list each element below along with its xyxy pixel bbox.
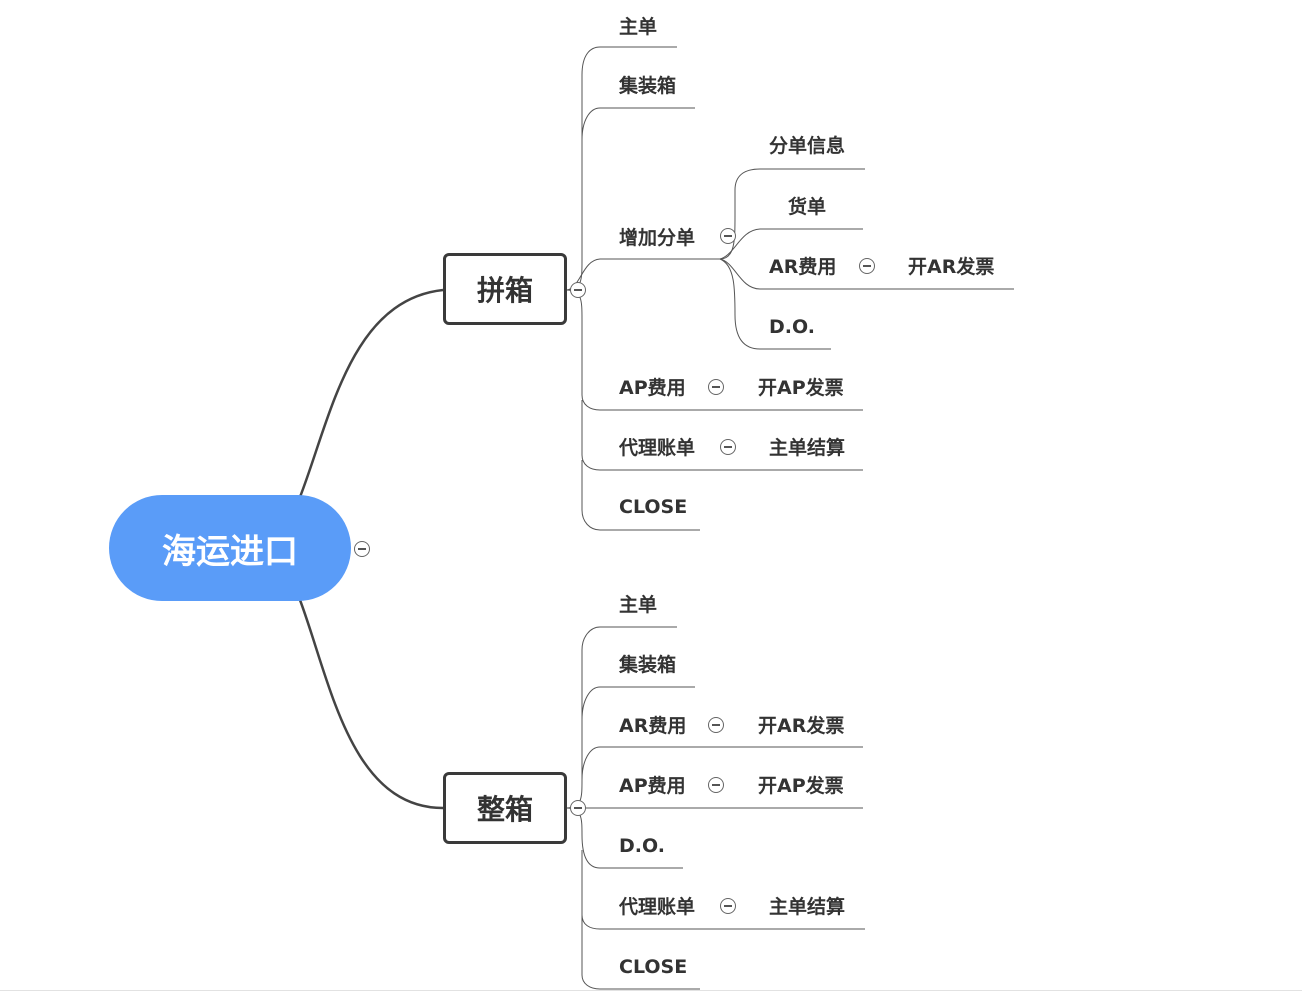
- fcl-ar-fee[interactable]: AR费用: [619, 715, 687, 737]
- house-bill-branch-link: [719, 258, 1014, 290]
- collapse-toggle-icon[interactable]: [354, 541, 370, 557]
- lcl-master-settlement[interactable]: 主单结算: [769, 437, 846, 459]
- house-bill-branch-link: [719, 258, 831, 350]
- collapse-toggle-icon[interactable]: [708, 379, 724, 395]
- lcl-agent-bill[interactable]: 代理账单: [619, 437, 696, 459]
- root-to-fcl-link: [298, 599, 444, 810]
- fcl-master-bill[interactable]: 主单: [619, 594, 658, 616]
- lcl-container[interactable]: 集装箱: [619, 75, 677, 97]
- fcl-container[interactable]: 集装箱: [619, 654, 677, 676]
- house-ar-fee[interactable]: AR费用: [769, 256, 837, 278]
- lcl-add-house-bill[interactable]: 增加分单: [619, 227, 696, 249]
- cargo-bill[interactable]: 货单: [788, 196, 827, 218]
- house-do[interactable]: D.O.: [769, 316, 815, 338]
- root-topic[interactable]: 海运进口: [109, 495, 351, 601]
- lcl-branch-link: [581, 400, 863, 471]
- house-info[interactable]: 分单信息: [769, 135, 846, 157]
- lcl-branch-link: [581, 107, 695, 141]
- root-topic-label: 海运进口: [162, 531, 298, 572]
- fcl-close[interactable]: CLOSE: [619, 956, 688, 978]
- collapse-toggle-icon[interactable]: [708, 717, 724, 733]
- fcl-branch-link: [581, 686, 695, 721]
- fcl-topic-label: 整箱: [476, 793, 533, 826]
- house-bill-branch-link: [719, 228, 863, 260]
- collapse-toggle-icon[interactable]: [708, 777, 724, 793]
- lcl-topic-label: 拼箱: [476, 274, 533, 307]
- root-to-lcl-link: [298, 288, 444, 498]
- collapse-toggle-icon[interactable]: [570, 282, 586, 298]
- fcl-ar-invoice[interactable]: 开AR发票: [758, 715, 845, 737]
- lcl-topic[interactable]: 拼箱: [443, 253, 567, 325]
- lcl-master-bill[interactable]: 主单: [619, 16, 658, 38]
- collapse-toggle-icon[interactable]: [720, 228, 736, 244]
- lcl-branch-link: [581, 460, 700, 531]
- lcl-ap-fee[interactable]: AP费用: [619, 377, 686, 399]
- collapse-toggle-icon[interactable]: [570, 800, 586, 816]
- lcl-branch-link: [565, 258, 720, 291]
- fcl-master-settlement[interactable]: 主单结算: [769, 896, 846, 918]
- house-bill-branch-link: [719, 168, 865, 260]
- collapse-toggle-icon[interactable]: [720, 898, 736, 914]
- fcl-ap-invoice[interactable]: 开AP发票: [758, 775, 844, 797]
- fcl-topic[interactable]: 整箱: [443, 772, 567, 844]
- fcl-branch-link: [581, 910, 700, 990]
- lcl-ap-invoice[interactable]: 开AP发票: [758, 377, 844, 399]
- house-ar-invoice[interactable]: 开AR发票: [908, 256, 995, 278]
- canvas-bottom-divider: [0, 990, 1302, 991]
- collapse-toggle-icon[interactable]: [720, 439, 736, 455]
- fcl-ap-fee[interactable]: AP费用: [619, 775, 686, 797]
- fcl-agent-bill[interactable]: 代理账单: [619, 896, 696, 918]
- fcl-branch-link: [581, 746, 863, 781]
- fcl-do[interactable]: D.O.: [619, 835, 665, 857]
- collapse-toggle-icon[interactable]: [859, 258, 875, 274]
- lcl-close[interactable]: CLOSE: [619, 496, 688, 518]
